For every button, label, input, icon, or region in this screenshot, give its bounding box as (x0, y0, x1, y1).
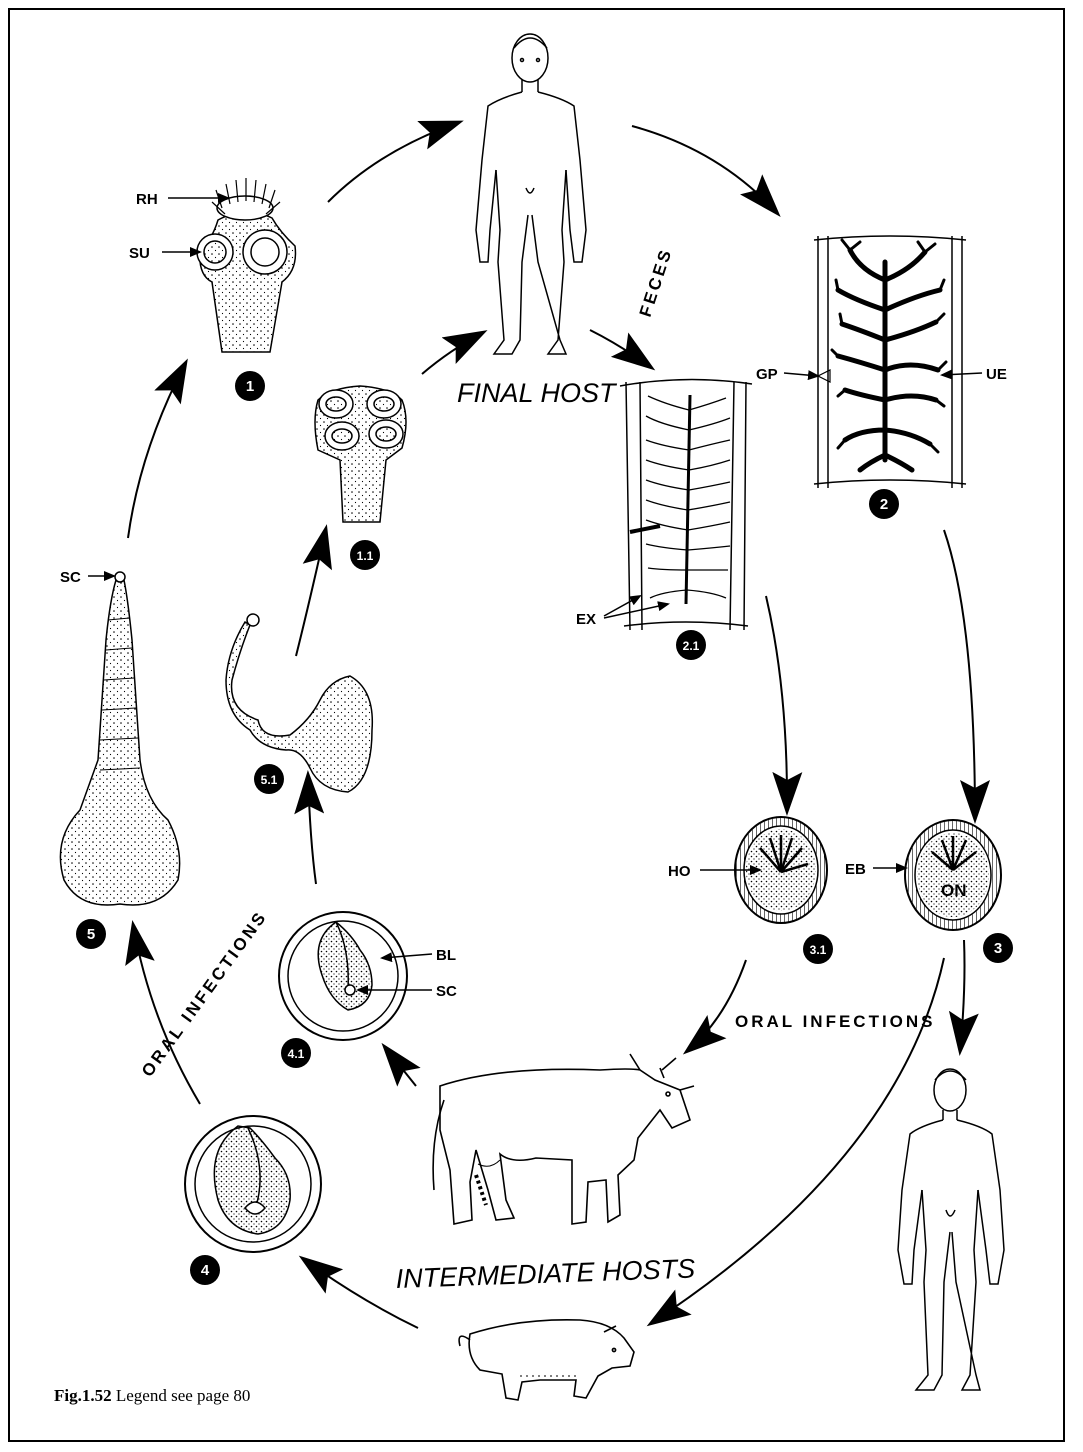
scolex-armed-figure (197, 178, 295, 352)
scolex-unarmed-figure (315, 386, 406, 522)
stage-badge-4-1: 4.1 (281, 1038, 311, 1068)
gravid-proglottid-branched-figure (620, 379, 752, 630)
svg-text:2.1: 2.1 (683, 639, 700, 653)
cysticercus-inner-figure (279, 912, 407, 1040)
figure-legend-reference: Legend see page 80 (116, 1386, 251, 1405)
cysticercus-invaginated-figure (185, 1116, 321, 1252)
svg-text:4: 4 (201, 1262, 210, 1279)
svg-text:1.1: 1.1 (357, 549, 374, 563)
oral-infections-right-label: ORAL INFECTIONS (735, 1012, 936, 1031)
svg-text:5: 5 (87, 926, 95, 943)
svg-text:5.1: 5.1 (261, 773, 278, 787)
label-sc-scolex: SC (60, 569, 81, 586)
stage-badge-1: 1 (235, 371, 265, 401)
intermediate-hosts-title: INTERMEDIATE HOSTS (395, 1254, 695, 1294)
figure-number: Fig.1.52 (54, 1386, 112, 1405)
human-intermediate-host-figure (898, 1069, 1004, 1390)
svg-text:2: 2 (880, 496, 888, 513)
svg-text:3.1: 3.1 (810, 943, 827, 957)
label-gp: GP (756, 366, 778, 383)
cow-intermediate-host-figure (433, 1054, 694, 1224)
human-final-host-figure (476, 34, 586, 354)
label-on: ON (941, 881, 967, 900)
stage-badge-4: 4 (190, 1255, 220, 1285)
label-eb: EB (845, 861, 866, 878)
abbreviation-labels: RH SU SC GP UE EX HO EB ON BL SC (60, 191, 1007, 1000)
label-ue: UE (986, 366, 1007, 383)
pig-intermediate-host-figure (459, 1320, 634, 1400)
feces-label: FECES (636, 245, 676, 319)
label-sc-cyst: SC (436, 983, 457, 1000)
stage-badge-2: 2 (869, 489, 899, 519)
stage-badge-1-1: 1.1 (350, 540, 380, 570)
oral-infections-left-label: ORAL INFECTIONS (138, 907, 271, 1080)
gravid-proglottid-figure (814, 236, 966, 488)
stage-badge-2-1: 2.1 (676, 630, 706, 660)
figure-caption: Fig.1.52 Legend see page 80 (54, 1386, 250, 1406)
stage-badge-3-1: 3.1 (803, 934, 833, 964)
stage-badge-5-1: 5.1 (254, 764, 284, 794)
stage-badge-5: 5 (76, 919, 106, 949)
label-rh: RH (136, 191, 158, 208)
label-su: SU (129, 245, 150, 262)
label-bl: BL (436, 947, 456, 964)
label-ex: EX (576, 611, 596, 628)
label-ho: HO (668, 863, 691, 880)
egg-oncosphere-figure (905, 820, 1001, 930)
svg-text:4.1: 4.1 (288, 1047, 305, 1061)
evaginated-cysticercus-figure (60, 572, 179, 905)
stage-badge-3: 3 (983, 933, 1013, 963)
svg-text:3: 3 (994, 940, 1002, 957)
final-host-title: FINAL HOST (457, 378, 618, 408)
svg-text:1: 1 (246, 378, 254, 395)
